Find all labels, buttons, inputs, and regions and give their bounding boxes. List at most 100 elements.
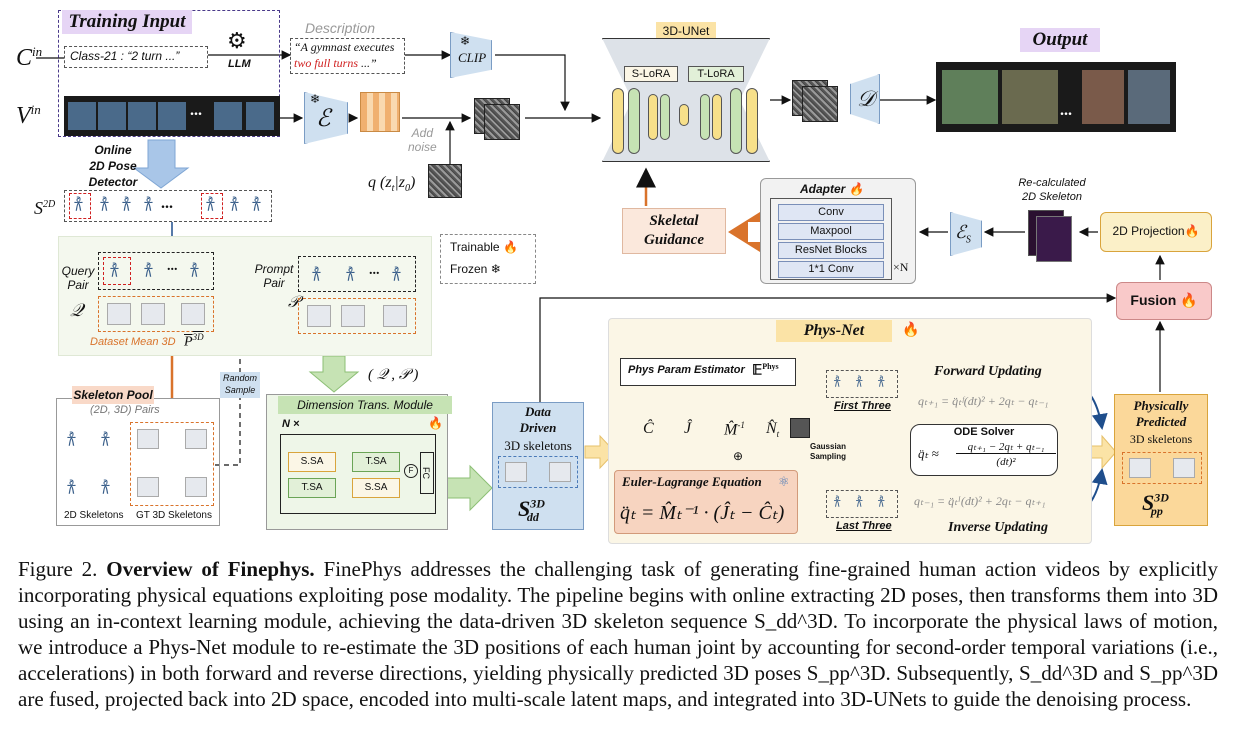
t-lora-label: T-LoRA — [688, 66, 744, 82]
phys-pred-skeletons — [1122, 452, 1202, 484]
adapter-layer: 1*1 Conv — [778, 261, 884, 278]
dataset-mean-label: Dataset Mean 3D — [90, 336, 176, 348]
fuse-node: F — [404, 464, 418, 478]
last-three-label: Last Three — [836, 520, 892, 532]
ode-solver-box — [910, 424, 1058, 476]
prompt-ellipsis: ... — [369, 263, 380, 278]
tsa-block-1: T.SA — [352, 452, 400, 472]
adapter-layer: Conv — [778, 204, 884, 221]
atom-icon: ⚛ — [778, 474, 790, 489]
legend-frozen: Frozen ❄ — [450, 262, 501, 276]
c-in-label: Cin — [16, 44, 43, 71]
es-label: ℰS — [955, 222, 971, 246]
p-symbol: 𝒫 — [288, 294, 300, 311]
encoder-snow-icon: ❄ — [310, 92, 321, 106]
label-gt-3d: GT 3D Skeletons — [136, 510, 212, 521]
noisy-latent-front — [484, 104, 520, 140]
skeletal-guidance-box — [622, 208, 726, 254]
unet-block-1 — [612, 88, 624, 154]
unet-block-5 — [700, 94, 710, 140]
fc-layer: FC — [420, 452, 434, 494]
clip-snow-icon: ❄ — [460, 34, 471, 48]
query-3d-row — [98, 296, 214, 332]
dim-trans-n: N × — [282, 418, 300, 430]
recalc-skeleton-front — [1036, 216, 1072, 262]
s2d-label: S2D — [34, 198, 56, 218]
class-box — [64, 46, 208, 68]
unet-block-4 — [660, 94, 670, 140]
q-symbol: 𝒬 — [70, 300, 83, 320]
label-2d-skeletons: 2D Skeletons — [64, 510, 124, 521]
overview-diagram: Training Input Cin Class-21 : “2 turn ..… — [16, 10, 1212, 544]
s-pp-label: S3Dpp — [1142, 490, 1169, 519]
dim-trans-inner — [280, 434, 436, 514]
llm-label: LLM — [228, 58, 251, 70]
el-equation: q̈ₜ = M̂ₜ⁻¹ · (Ĵₜ − Ĉₜ) — [620, 502, 785, 524]
adapter-title: Adapter 🔥 — [800, 182, 864, 196]
film-ellipsis: ... — [190, 102, 202, 119]
p3d-label: P3D — [184, 332, 204, 350]
output-filmstrip: ... — [936, 62, 1176, 132]
forward-equation: qₜ₊₁ = q̈ₜᶠ(dt)² + 2qₜ − qₜ₋₁ — [918, 394, 1049, 408]
v-in-label: Vin — [16, 102, 41, 129]
ode-numerator: qₜ₊₁ − 2qₜ + qₜ₋₁ — [956, 440, 1056, 454]
n-hat: N̂t — [766, 420, 780, 440]
inverse-equation: qₜ₋₁ = q̈ₜᴵ(dt)² + 2qₜ − qₜ₊₁ — [914, 494, 1046, 508]
unet-block-8 — [746, 88, 758, 154]
qp-label: ( 𝒬 , 𝒫 ) — [368, 367, 419, 383]
ode-denominator: (dt)² — [996, 456, 1016, 468]
m-inv: M̂-1 — [724, 420, 745, 439]
output-title: Output — [1020, 28, 1100, 52]
phys-net-title: Phys-Net — [776, 320, 892, 342]
fusion-box — [1116, 282, 1212, 320]
unet-block-7 — [730, 88, 742, 154]
description-title: Description — [305, 20, 376, 36]
legend-box — [440, 234, 536, 284]
add-node: ⊕ — [733, 449, 744, 463]
gaussian-cube — [790, 418, 810, 438]
s-lora-label: S-LoRA — [624, 66, 678, 82]
estimator-symbol: 𝔼Phys — [752, 362, 779, 379]
dim-trans-title: Dimension Trans. Module — [278, 396, 452, 414]
ode-left: q̈ₜ ≈ — [918, 446, 939, 461]
vae-decoder — [850, 74, 880, 124]
class-text: Class-21 : “2 turn ...” — [70, 49, 180, 63]
caption-prefix: Figure 2. — [18, 557, 107, 581]
unet-block-6 — [712, 94, 722, 140]
legend-trainable: Trainable 🔥 — [450, 240, 518, 254]
training-input-title: Training Input — [62, 10, 192, 34]
estimator-label: Phys Param Estimator — [628, 364, 745, 376]
latent-map — [360, 92, 400, 132]
data-driven-skeletons — [498, 456, 578, 488]
phys-net-fire-icon: 🔥 — [902, 323, 920, 338]
unet-title: 3D-UNet — [656, 22, 716, 40]
phys-param-estimator — [620, 358, 796, 386]
first-three-label: First Three — [834, 400, 891, 412]
prompt-3d-row — [298, 298, 416, 334]
fusion-label: Fusion 🔥 — [1130, 292, 1198, 308]
s2d-ellipsis: ... — [161, 195, 173, 212]
j-hat: Ĵ — [684, 420, 692, 437]
projection-label: 2D Projection🔥 — [1112, 224, 1200, 238]
encoder-label: ℰ — [316, 106, 331, 132]
denoised-latent-front — [802, 86, 838, 122]
description-text-2: two full turns ...” — [294, 56, 377, 70]
adapter-times-n: ×N — [893, 260, 909, 274]
figure-caption: Figure 2. Overview of Finephys. FinePhys… — [18, 556, 1218, 712]
inverse-label: Inverse Updating — [948, 520, 1048, 535]
unet-block-2 — [628, 88, 640, 154]
noise-sample — [428, 164, 462, 198]
query-2d-row: 𐀪 𐀪 ... 𐀪 — [98, 252, 214, 290]
adapter-layer: Maxpool — [778, 223, 884, 240]
adapter-layer: ResNet Blocks — [778, 242, 884, 259]
caption-bold: Overview of Finephys. — [106, 557, 315, 581]
llm-icon: ⚙ — [227, 28, 247, 53]
